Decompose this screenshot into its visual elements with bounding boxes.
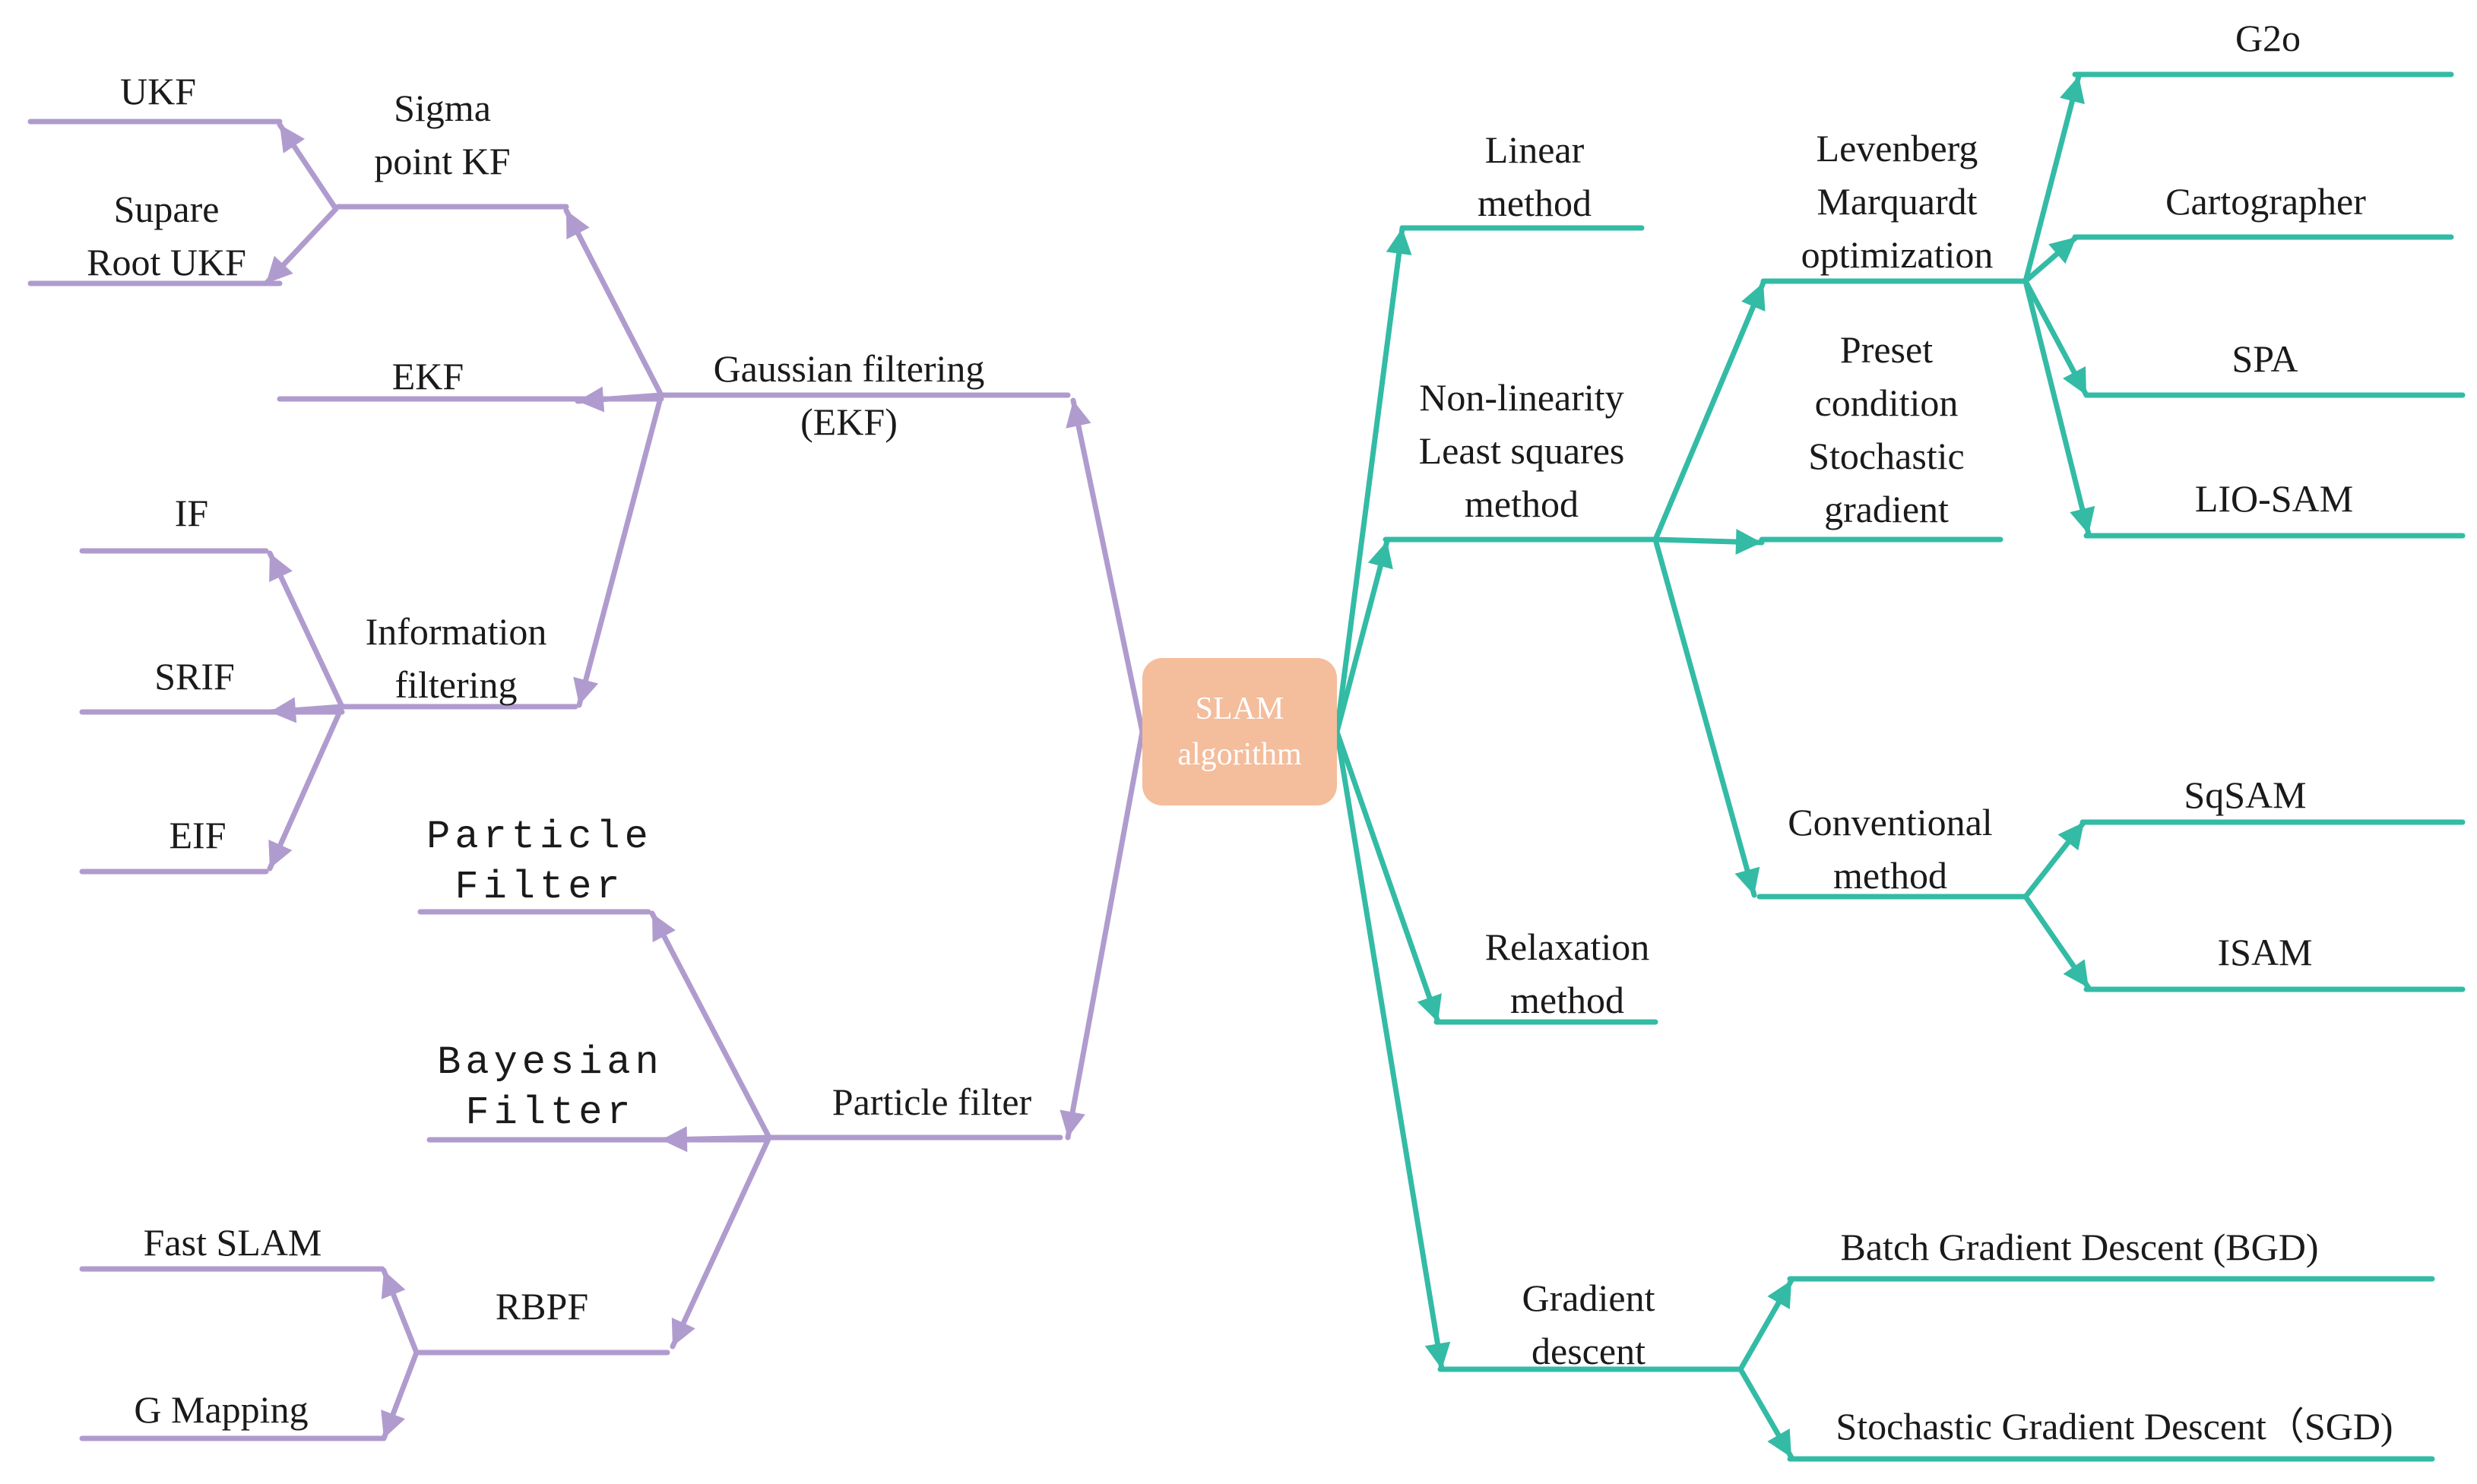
gaussian-filtering-label: Gaussian filtering(EKF) xyxy=(713,347,985,443)
gaussian-to-sigma xyxy=(563,207,664,398)
arrowhead xyxy=(671,1318,695,1346)
arrowhead xyxy=(573,676,599,705)
arrowhead xyxy=(2060,76,2085,105)
arrowhead xyxy=(270,697,297,723)
spa-label: SPA xyxy=(2232,337,2298,380)
ekf-label: EKF xyxy=(391,355,464,397)
center-to-particle xyxy=(1065,729,1145,1141)
arrowhead xyxy=(1417,993,1442,1022)
arrowhead xyxy=(268,840,293,869)
nonlinear-to-conventional xyxy=(1652,536,1757,898)
isam-label: ISAM xyxy=(2217,931,2313,973)
particle-filter-label: Particle filter xyxy=(831,1081,1032,1123)
right-branch-arrowheads xyxy=(1367,76,2095,1457)
cartographer-label: Cartographer xyxy=(2165,180,2366,223)
arrowhead xyxy=(1735,529,1762,555)
arrowhead xyxy=(661,1126,688,1153)
lm-to-lio-sam xyxy=(2022,278,2092,537)
nonlinear-to-lm xyxy=(1652,280,1766,543)
arrowhead xyxy=(381,1270,406,1299)
arrowhead xyxy=(652,913,676,943)
ukf-label: UKF xyxy=(119,70,197,112)
center-to-gradient xyxy=(1334,729,1445,1372)
arrowhead xyxy=(2048,237,2076,264)
lm-to-g2o xyxy=(2022,73,2082,284)
sgd-label: Stochastic Gradient Descent（SGD) xyxy=(1836,1405,2393,1448)
information-to-eif xyxy=(267,704,345,872)
arrowhead xyxy=(1367,541,1393,570)
arrowhead xyxy=(1741,283,1766,312)
arrowhead xyxy=(266,255,293,283)
particle-to-pf-leaf xyxy=(649,910,772,1141)
center-to-linear xyxy=(1334,225,1405,735)
eif-label: EIF xyxy=(169,814,226,856)
center-to-nonlinear xyxy=(1334,538,1390,735)
arrowhead xyxy=(381,1410,405,1438)
g2o-label: G2o xyxy=(2235,17,2301,59)
arrowhead xyxy=(1066,400,1091,429)
left-branch-lines xyxy=(27,119,1145,1441)
sqsam-label: SqSAM xyxy=(2184,774,2307,816)
g-mapping-label: G Mapping xyxy=(134,1388,309,1431)
gaussian-to-information xyxy=(576,392,664,708)
if-label: IF xyxy=(174,492,209,534)
arrowhead xyxy=(2070,505,2095,534)
srif-label: SRIF xyxy=(154,655,235,698)
arrowhead xyxy=(566,210,590,240)
left-branch-arrowheads xyxy=(266,125,1091,1438)
arrowhead xyxy=(1386,228,1412,255)
arrowhead xyxy=(1424,1341,1451,1369)
arrowhead xyxy=(578,386,605,413)
arrowhead xyxy=(1060,1109,1085,1138)
bgd-label: Batch Gradient Descent (BGD) xyxy=(1840,1226,2319,1268)
fast-slam-label: Fast SLAM xyxy=(143,1221,322,1264)
center-to-relaxation xyxy=(1334,729,1441,1025)
arrowhead xyxy=(2063,366,2086,395)
arrowhead xyxy=(2057,822,2084,851)
arrowhead xyxy=(1767,1280,1791,1309)
rbpf-label: RBPF xyxy=(495,1285,589,1327)
arrowhead xyxy=(1734,866,1760,895)
arrowhead xyxy=(1767,1429,1791,1457)
particle-to-rbpf xyxy=(670,1134,772,1350)
arrowhead xyxy=(280,125,306,153)
arrowhead xyxy=(2063,959,2089,988)
lio-sam-label: LIO-SAM xyxy=(2194,477,2354,520)
center-to-gaussian xyxy=(1070,397,1145,735)
arrowhead xyxy=(269,553,293,583)
information-to-if xyxy=(267,550,345,710)
